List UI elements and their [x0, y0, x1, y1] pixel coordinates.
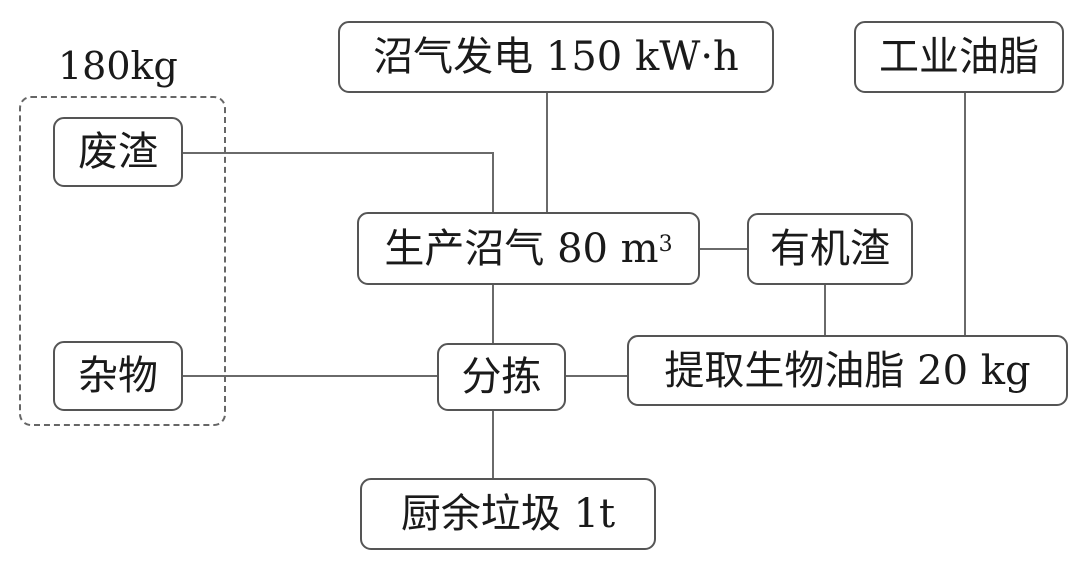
connector-residue-to-biogas [183, 152, 494, 212]
biogas-production-label: 生产沼气 80 m [384, 225, 659, 272]
group-mass-label: 180kg [58, 44, 178, 88]
node-grease-extraction: 提取生物油脂 20 kg [627, 335, 1068, 406]
node-waste-residue: 废渣 [53, 117, 183, 187]
biogas-production-unit-exponent: 3 [658, 231, 673, 257]
node-sundries: 杂物 [53, 341, 183, 411]
node-sorting: 分拣 [437, 343, 566, 411]
node-kitchen-waste: 厨余垃圾 1t [360, 478, 656, 550]
node-industrial-grease: 工业油脂 [854, 21, 1064, 93]
waste-group-box [19, 96, 226, 426]
node-organic-residue: 有机渣 [747, 213, 913, 285]
node-biogas-power: 沼气发电 150 kW·h [338, 21, 774, 93]
